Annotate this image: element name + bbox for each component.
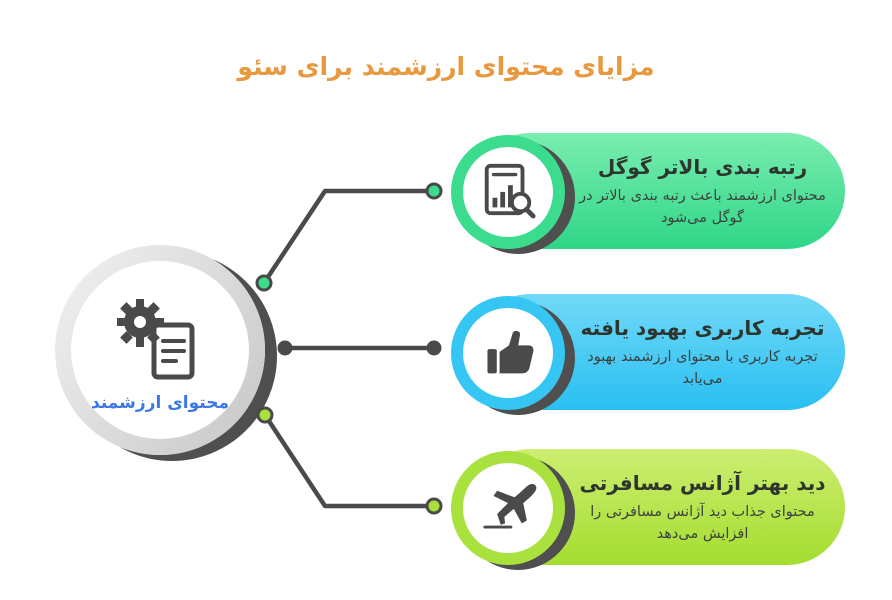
center-label: محتوای ارزشمند <box>91 393 229 413</box>
page-title: مزایای محتوای ارزشمند برای سئو <box>237 52 655 81</box>
card-text-block: تجربه کاربری بهبود یافته تجربه کاربری با… <box>575 295 830 411</box>
airplane-icon <box>479 477 537 539</box>
thumbs-up-icon <box>480 323 536 383</box>
central-topic-circle: محتوای ارزشمند <box>55 245 265 455</box>
card-icon-circle <box>451 451 565 565</box>
card-title: دید بهتر آژانس مسافرتی <box>579 470 826 495</box>
card-title: رتبه بندی بالاتر گوگل <box>597 154 808 179</box>
card-description: محتوای ارزشمند باعث رتبه بندی بالاتر در … <box>579 187 826 226</box>
card-text-block: رتبه بندی بالاتر گوگل محتوای ارزشمند باع… <box>575 134 830 250</box>
card-text-block: دید بهتر آژانس مسافرتی محتوای جذاب دید آ… <box>575 450 830 566</box>
card-google-ranking: رتبه بندی بالاتر گوگل محتوای ارزشمند باع… <box>451 133 845 250</box>
connector-dot <box>255 274 273 292</box>
connector-dot <box>277 340 293 356</box>
gear-document-icon <box>110 293 210 389</box>
card-user-experience: تجربه کاربری بهبود یافته تجربه کاربری با… <box>451 294 845 411</box>
card-icon-circle <box>451 135 565 249</box>
card-description: تجربه کاربری با محتوای ارزشمند بهبود می‌… <box>587 348 818 387</box>
connector-top <box>261 188 431 286</box>
card-description: محتوای جذاب دید آژانس مسافرتی را افزایش … <box>590 503 815 542</box>
central-topic-inner: محتوای ارزشمند <box>71 261 249 439</box>
connector-bottom <box>262 412 431 509</box>
connector-dot <box>426 340 442 356</box>
connector-dot <box>425 182 443 200</box>
card-icon-circle <box>451 296 565 410</box>
card-travel-visibility: دید بهتر آژانس مسافرتی محتوای جذاب دید آ… <box>451 449 845 566</box>
connector-dot <box>256 406 274 424</box>
card-title: تجربه کاربری بهبود یافته <box>580 315 825 340</box>
ranking-chart-icon <box>479 161 537 223</box>
connector-dot <box>425 497 443 515</box>
